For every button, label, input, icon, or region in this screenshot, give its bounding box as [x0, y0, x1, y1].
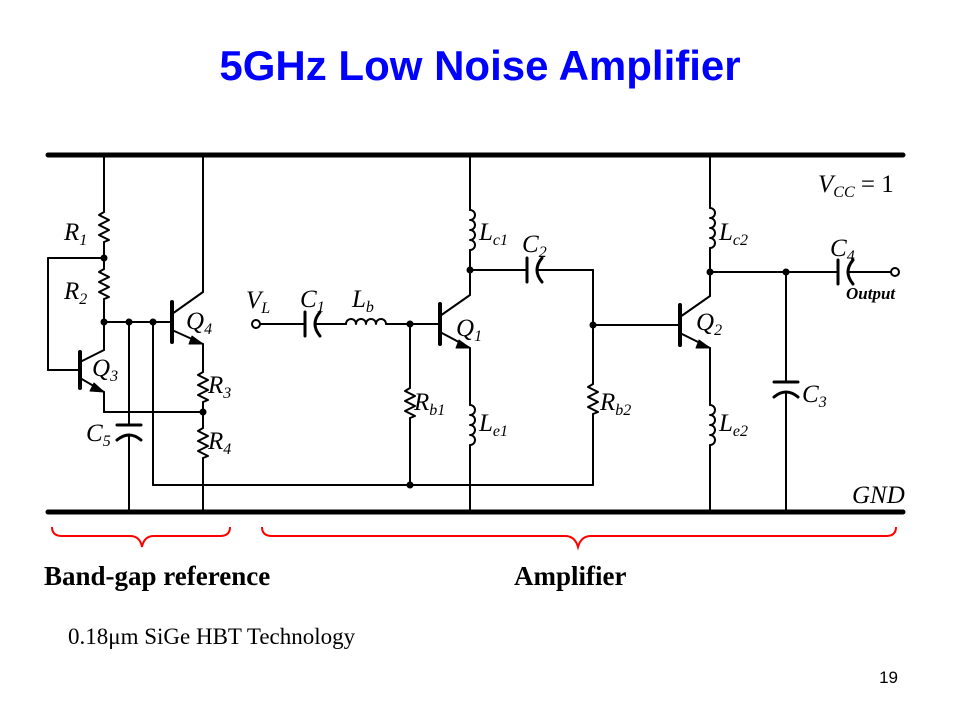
label-le2: Le2 [718, 410, 748, 440]
slide-title: 5GHz Low Noise Amplifier [219, 42, 741, 89]
resistor-rb2 [587, 383, 599, 415]
label-c2: C2 [522, 231, 547, 261]
label-rb1: Rb1 [413, 389, 445, 419]
inductor-lb [345, 318, 387, 325]
brace-amplifier [261, 526, 897, 551]
label-rb2: Rb2 [599, 389, 631, 419]
label-c3: C3 [802, 381, 827, 411]
label-gnd: GND [852, 482, 905, 509]
technology-note: 0.18μm SiGe HBT Technology [68, 624, 356, 649]
resistor-r4 [197, 427, 209, 459]
junction-dots [100, 254, 790, 489]
label-q2: Q2 [696, 309, 722, 339]
label-lb: Lb [351, 286, 374, 316]
label-lc2: Lc2 [718, 219, 748, 249]
transistor-q4 [170, 291, 204, 345]
resistor-r1 [98, 211, 110, 243]
inductor-lc1 [469, 209, 476, 251]
label-r3: R3 [207, 372, 231, 402]
inductor-lc2 [709, 207, 716, 249]
inductor-le1 [469, 404, 476, 446]
label-vcc: VCC = 1 [818, 171, 894, 201]
transistor-q3 [78, 349, 105, 393]
brace-bandgap [51, 526, 231, 548]
label-c1: C1 [300, 286, 325, 316]
label-c5: C5 [86, 420, 111, 450]
resistor-rb1 [404, 387, 416, 419]
label-le1: Le1 [478, 410, 508, 440]
label-vl: VL [246, 287, 270, 317]
label-output: Output [846, 284, 896, 303]
label-r2: R2 [63, 278, 87, 308]
section-amplifier: Amplifier [514, 561, 626, 591]
transistor-q2 [678, 295, 711, 349]
input-terminal [251, 319, 261, 329]
label-q4: Q4 [186, 308, 212, 338]
resistor-r2 [98, 268, 110, 300]
page-number: 19 [879, 668, 898, 687]
label-r1: R1 [63, 219, 87, 249]
inductor-le2 [709, 404, 716, 446]
section-bandgap-reference: Band-gap reference [44, 561, 270, 591]
resistor-r3 [197, 371, 209, 403]
output-terminal [890, 267, 900, 277]
label-q3: Q3 [92, 355, 118, 385]
label-lc1: Lc1 [478, 219, 508, 249]
label-q1: Q1 [456, 315, 482, 345]
label-c4: C4 [830, 235, 855, 265]
label-r4: R4 [207, 428, 231, 458]
transistor-q1 [438, 294, 471, 349]
